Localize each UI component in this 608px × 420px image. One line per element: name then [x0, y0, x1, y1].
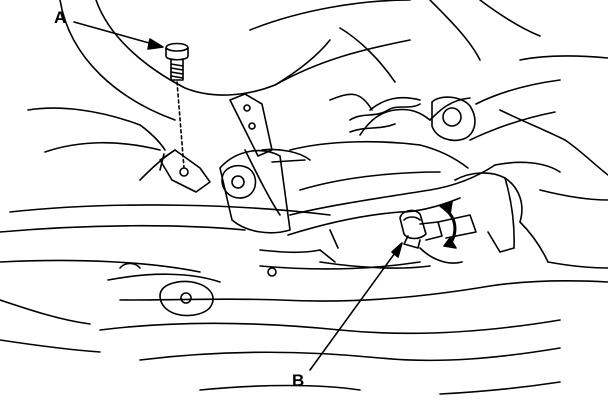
upper-body-panel — [27, 0, 331, 181]
callout-label-a: A — [54, 8, 67, 27]
rear-member — [454, 139, 608, 269]
cutaway-edge — [349, 103, 421, 133]
frame-rail — [249, 0, 608, 142]
mount-bracket — [219, 93, 311, 234]
control-arm — [244, 140, 496, 236]
upper-mount-boss — [431, 96, 476, 142]
bolt-icon — [165, 42, 189, 169]
clip-icon — [399, 209, 477, 264]
rotation-arrow — [439, 201, 457, 249]
bushing — [221, 164, 257, 199]
floor-drain-boss — [159, 280, 214, 317]
leader-line-a — [73, 21, 164, 50]
callout-label-b: B — [292, 371, 305, 390]
floor-panel — [0, 204, 608, 395]
